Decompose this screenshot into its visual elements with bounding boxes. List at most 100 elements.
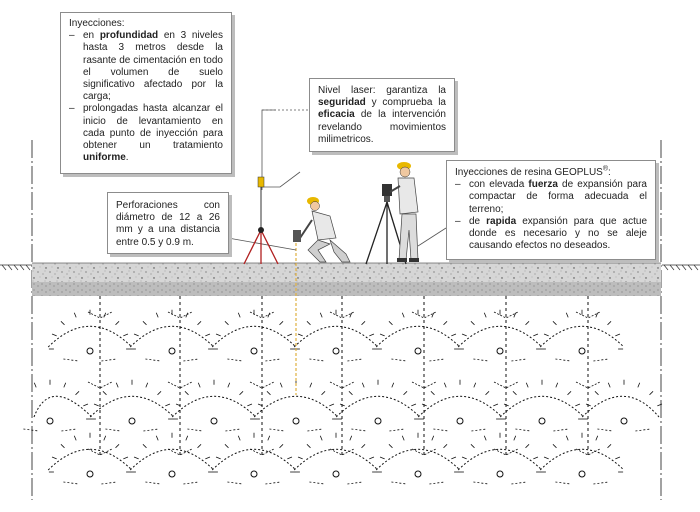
bulb-tick xyxy=(115,443,120,449)
bulb-tick xyxy=(451,456,457,460)
bulb-tick xyxy=(75,390,80,396)
bulb-tick xyxy=(348,390,353,396)
injection-point xyxy=(250,347,258,355)
bulb-arc xyxy=(457,325,543,348)
bulb-tick xyxy=(401,312,405,318)
bulb-tick xyxy=(239,390,244,396)
laser-level-tripod xyxy=(243,176,279,265)
bulb-tick xyxy=(552,320,557,326)
bulb-base xyxy=(473,358,527,362)
bulb-tick xyxy=(197,443,202,449)
bulb-tick xyxy=(287,333,293,337)
injection-bulb-pattern xyxy=(23,296,663,485)
bulb-tick xyxy=(349,312,353,318)
bulb-base xyxy=(391,358,445,362)
stem-crossbar xyxy=(87,381,113,389)
bulb-base xyxy=(597,428,651,432)
injection-point xyxy=(456,417,464,425)
bulb-tick xyxy=(430,390,435,396)
bulb-base xyxy=(309,358,363,362)
standing-worker-icon xyxy=(389,162,419,262)
bulb-tick xyxy=(145,382,149,388)
bulb-arc xyxy=(211,448,297,471)
bulb-tick xyxy=(115,320,120,326)
bulb-tick xyxy=(115,382,119,388)
bulb-tick xyxy=(197,320,202,326)
bulb-tick xyxy=(133,333,139,337)
bulb-arc xyxy=(47,325,133,348)
bulb-base xyxy=(555,358,609,362)
bulb-arc xyxy=(581,395,660,418)
bulb-tick xyxy=(411,403,417,407)
bulb-tick xyxy=(237,435,241,441)
stem-crossbar xyxy=(167,448,193,456)
injection-point xyxy=(292,417,300,425)
bulb-tick xyxy=(184,390,189,396)
stem-crossbar xyxy=(167,381,193,389)
stem-crossbar xyxy=(249,448,275,456)
stem-crossbar xyxy=(411,381,437,389)
bulb-tick xyxy=(361,320,366,326)
bulb-tick xyxy=(483,312,487,318)
bulb-tick xyxy=(215,333,221,337)
bulb-tick xyxy=(461,333,467,337)
slab-lower-band xyxy=(32,282,661,296)
bulb-tick xyxy=(431,312,435,318)
bulb-tick xyxy=(83,403,89,407)
bulb-arc xyxy=(211,325,297,348)
bulb-tick xyxy=(369,333,375,337)
bulb-tick xyxy=(237,312,241,318)
bulb-tick xyxy=(349,435,353,441)
bulb-tick xyxy=(565,312,569,318)
injection-point xyxy=(578,470,586,478)
bulb-arc xyxy=(253,395,339,418)
stem-crossbar xyxy=(87,311,113,319)
bulb-tick xyxy=(615,456,621,460)
injection-depth-callout: Inyecciones: –en profundidad en 3 nivele… xyxy=(60,12,232,174)
bulb-tick xyxy=(649,390,654,396)
bulb-tick xyxy=(552,443,557,449)
injection-point xyxy=(578,347,586,355)
bulb-tick xyxy=(224,320,229,326)
bulb-tick xyxy=(185,435,189,441)
bulb-base xyxy=(309,481,363,485)
bulb-tick xyxy=(391,382,395,388)
bulb-tick xyxy=(215,456,221,460)
bulb-tick xyxy=(443,382,447,388)
bulb-arc xyxy=(293,325,379,348)
bulb-base xyxy=(227,481,281,485)
bulb-tick xyxy=(279,443,284,449)
bulb-tick xyxy=(657,403,663,407)
laser-level-callout: Nivel laser: garantiza la seguridad y co… xyxy=(309,78,455,152)
resin-item-fast: –de rapida expansión para que actue dond… xyxy=(455,215,648,252)
bulb-tick xyxy=(607,443,612,449)
bulb-arc xyxy=(171,395,257,418)
bulb-base xyxy=(145,481,199,485)
bulb-tick xyxy=(205,456,211,460)
bulb-arc xyxy=(335,395,421,418)
bulb-tick xyxy=(361,443,366,449)
stem-crossbar xyxy=(493,448,519,456)
injection-point xyxy=(128,417,136,425)
callout-leaders xyxy=(227,109,447,251)
bulb-tick xyxy=(197,382,201,388)
ground-hatch-left xyxy=(0,264,32,271)
bulb-tick xyxy=(51,333,57,337)
injection-point xyxy=(496,470,504,478)
stem-crossbar xyxy=(329,311,355,319)
bulb-tick xyxy=(443,443,448,449)
bulb-base xyxy=(187,428,241,432)
bulb-tick xyxy=(379,333,385,337)
bulb-tick xyxy=(73,312,77,318)
bulb-tick xyxy=(133,456,139,460)
bulb-arc xyxy=(539,325,625,348)
bulb-tick xyxy=(470,320,475,326)
bulb-tick xyxy=(512,390,517,396)
bulb-arc xyxy=(47,448,133,471)
bulb-base xyxy=(105,428,159,432)
geoplus-resin-callout: Inyecciones de resina GEOPLUS®: –con ele… xyxy=(446,160,656,260)
bulb-base xyxy=(269,428,323,432)
bulb-tick xyxy=(607,320,612,326)
bulb-tick xyxy=(369,456,375,460)
bulb-base xyxy=(23,428,77,432)
